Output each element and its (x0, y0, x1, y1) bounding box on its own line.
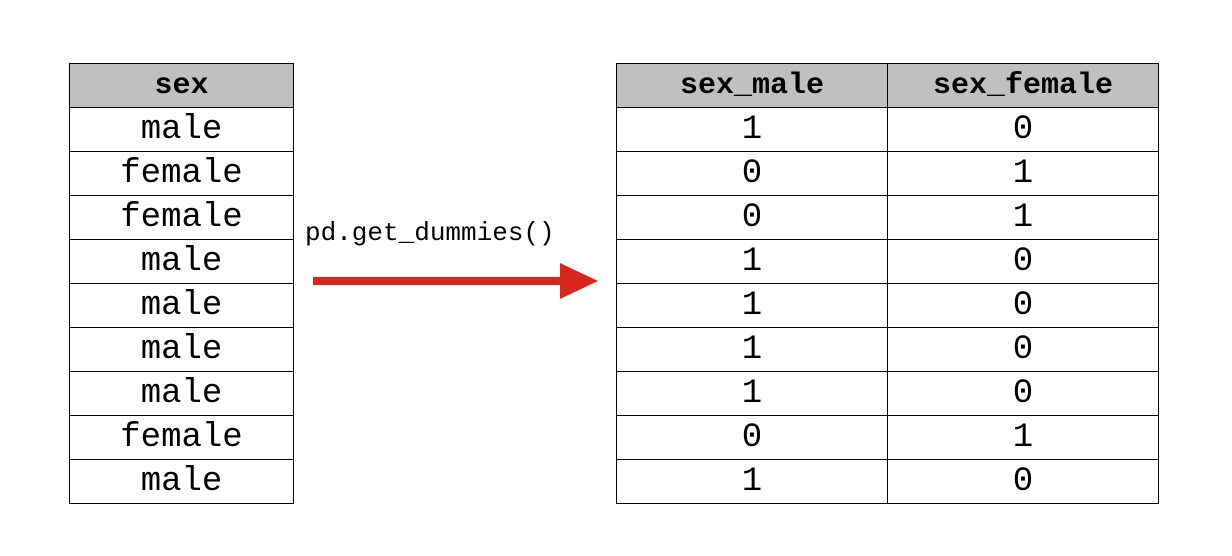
column-header-sex-male: sex_male (616, 63, 888, 108)
sex-male-cell: 0 (616, 415, 888, 460)
table-row: male (69, 283, 294, 328)
transform-arrow-icon (313, 263, 598, 299)
header-row: sex_male sex_female (616, 63, 1159, 108)
sex-female-cell: 0 (887, 371, 1159, 416)
header-row: sex (69, 63, 294, 108)
table-row: male (69, 239, 294, 284)
sex-female-cell: 1 (887, 415, 1159, 460)
arrow-head (560, 263, 598, 299)
sex-cell: female (69, 415, 294, 460)
sex-cell: male (69, 459, 294, 504)
table-row: female (69, 415, 294, 460)
sex-male-cell: 1 (616, 459, 888, 504)
column-header-sex: sex (69, 63, 294, 108)
arrow-shaft (313, 277, 565, 285)
table-row: female (69, 195, 294, 240)
sex-cell: male (69, 107, 294, 152)
column-header-sex-female: sex_female (887, 63, 1159, 108)
sex-female-cell: 0 (887, 327, 1159, 372)
sex-male-cell: 1 (616, 107, 888, 152)
table-row: male (69, 107, 294, 152)
sex-cell: male (69, 283, 294, 328)
table-row: male (69, 459, 294, 504)
table-row: male (69, 371, 294, 416)
sex-male-cell: 0 (616, 151, 888, 196)
sex-male-cell: 1 (616, 327, 888, 372)
sex-cell: male (69, 239, 294, 284)
sex-female-cell: 0 (887, 239, 1159, 284)
sex-male-cell: 0 (616, 195, 888, 240)
sex-cell: male (69, 327, 294, 372)
sex-cell: female (69, 151, 294, 196)
sex-male-cell: 1 (616, 283, 888, 328)
sex-female-cell: 1 (887, 151, 1159, 196)
sex-male-cell: 1 (616, 371, 888, 416)
operation-label: pd.get_dummies() (305, 218, 555, 248)
sex-female-cell: 0 (887, 107, 1159, 152)
sex-cell: male (69, 371, 294, 416)
table-row: female (69, 151, 294, 196)
sex-male-cell: 1 (616, 239, 888, 284)
sex-female-cell: 0 (887, 283, 1159, 328)
sex-cell: female (69, 195, 294, 240)
sex-female-cell: 1 (887, 195, 1159, 240)
sex-female-cell: 0 (887, 459, 1159, 504)
table-row: male (69, 327, 294, 372)
